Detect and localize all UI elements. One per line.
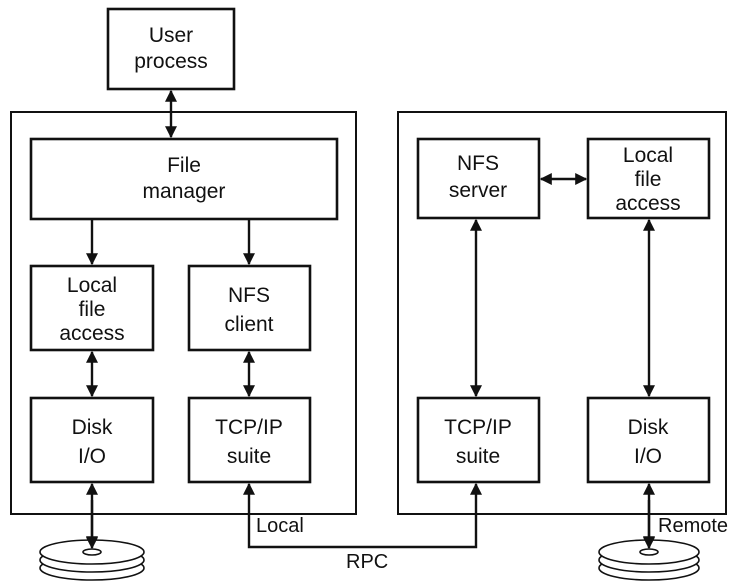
svg-text:manager: manager bbox=[143, 180, 226, 203]
svg-text:file: file bbox=[635, 168, 662, 191]
user-process-box: User process bbox=[106, 7, 236, 91]
svg-text:Local: Local bbox=[67, 274, 117, 297]
remote-label: Remote bbox=[658, 515, 728, 537]
svg-text:NFS: NFS bbox=[457, 152, 499, 175]
svg-text:access: access bbox=[615, 192, 680, 215]
svg-text:User: User bbox=[149, 24, 193, 47]
rpc-label: RPC bbox=[346, 551, 388, 573]
client-disk-stack-icon bbox=[39, 539, 145, 581]
nfs-client-box: NFS client bbox=[187, 264, 312, 352]
svg-text:TCP/IP: TCP/IP bbox=[215, 416, 283, 439]
client-disk-io-box: Disk I/O bbox=[29, 396, 155, 484]
client-local-file-access-box: Local file access bbox=[29, 264, 155, 352]
rpc-connection-path bbox=[243, 482, 482, 549]
svg-text:access: access bbox=[59, 322, 124, 345]
client-machine-frame bbox=[10, 111, 357, 515]
svg-text:Local: Local bbox=[623, 144, 673, 167]
svg-text:file: file bbox=[79, 298, 106, 321]
server-tcpip-suite-box: TCP/IP suite bbox=[416, 396, 541, 484]
server-disk-io-box: Disk I/O bbox=[586, 396, 711, 484]
svg-text:I/O: I/O bbox=[634, 445, 662, 468]
svg-text:NFS: NFS bbox=[228, 284, 270, 307]
svg-text:suite: suite bbox=[227, 445, 271, 468]
server-machine-frame bbox=[397, 111, 727, 515]
svg-text:TCP/IP: TCP/IP bbox=[444, 416, 512, 439]
svg-text:suite: suite bbox=[456, 445, 500, 468]
svg-text:client: client bbox=[224, 313, 273, 336]
svg-text:I/O: I/O bbox=[78, 445, 106, 468]
svg-text:File: File bbox=[167, 154, 201, 177]
client-tcpip-suite-box: TCP/IP suite bbox=[187, 396, 312, 484]
local-label: Local bbox=[256, 515, 304, 537]
svg-text:server: server bbox=[449, 179, 507, 202]
svg-text:Disk: Disk bbox=[628, 416, 669, 439]
server-disk-stack-icon bbox=[598, 539, 700, 581]
svg-text:process: process bbox=[134, 50, 208, 73]
server-local-file-access-box: Local file access bbox=[586, 137, 711, 220]
svg-text:Disk: Disk bbox=[72, 416, 113, 439]
file-manager-box: File manager bbox=[29, 137, 339, 221]
nfs-server-box: NFS server bbox=[416, 137, 541, 220]
